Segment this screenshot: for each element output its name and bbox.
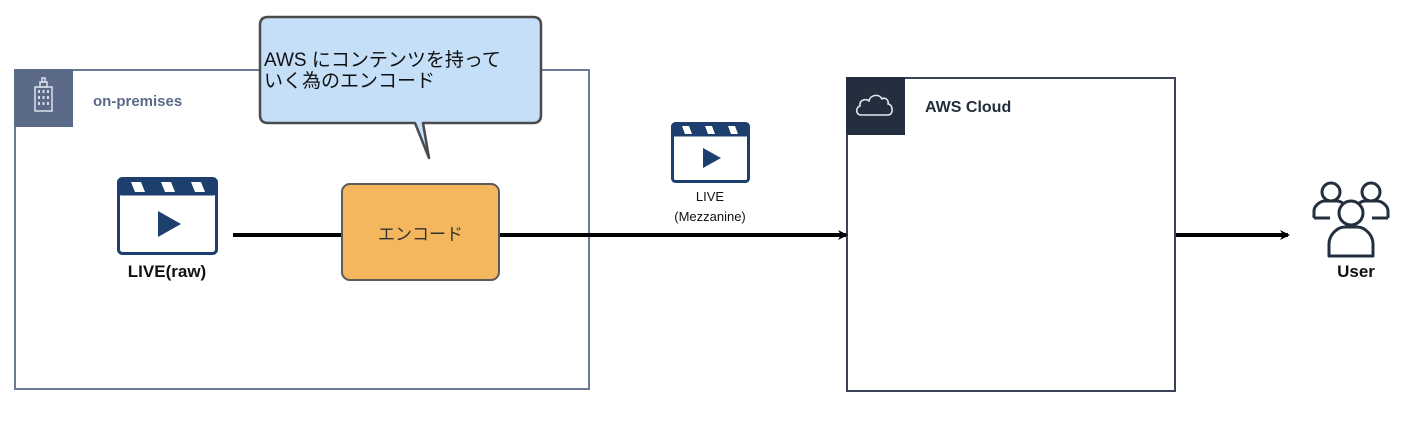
aws-cloud-group: AWS Cloud xyxy=(846,77,1176,392)
cloud-icon xyxy=(855,94,893,116)
live-raw-label: LIVE(raw) xyxy=(127,262,207,281)
aws-cloud-title: AWS Cloud xyxy=(925,99,1012,116)
callout-text-line1: AWS にコンテンツを持って xyxy=(264,50,501,71)
office-building-icon xyxy=(34,77,53,112)
video-clapperboard-icon xyxy=(117,177,218,255)
on-premises-title: on-premises xyxy=(93,93,183,110)
callout-text-line2: いく為のエンコード xyxy=(264,71,436,92)
user-label: User xyxy=(1337,262,1375,281)
aws-cloud-header xyxy=(846,77,905,135)
encode-label: エンコード xyxy=(378,224,463,244)
callout-bubble xyxy=(258,15,543,160)
callout-text: AWS にコンテンツを持って いく為のエンコード xyxy=(264,50,544,92)
live-mezzanine-label-line1: LIVE xyxy=(695,189,725,204)
live-mezzanine-label: LIVE (Mezzanine) xyxy=(640,187,780,227)
live-mezzanine-label-line2: (Mezzanine) xyxy=(674,209,746,224)
encode-node[interactable]: エンコード xyxy=(341,183,500,281)
on-premises-header xyxy=(14,69,73,127)
users-group-icon xyxy=(1312,181,1390,258)
video-clapperboard-icon xyxy=(671,122,750,183)
